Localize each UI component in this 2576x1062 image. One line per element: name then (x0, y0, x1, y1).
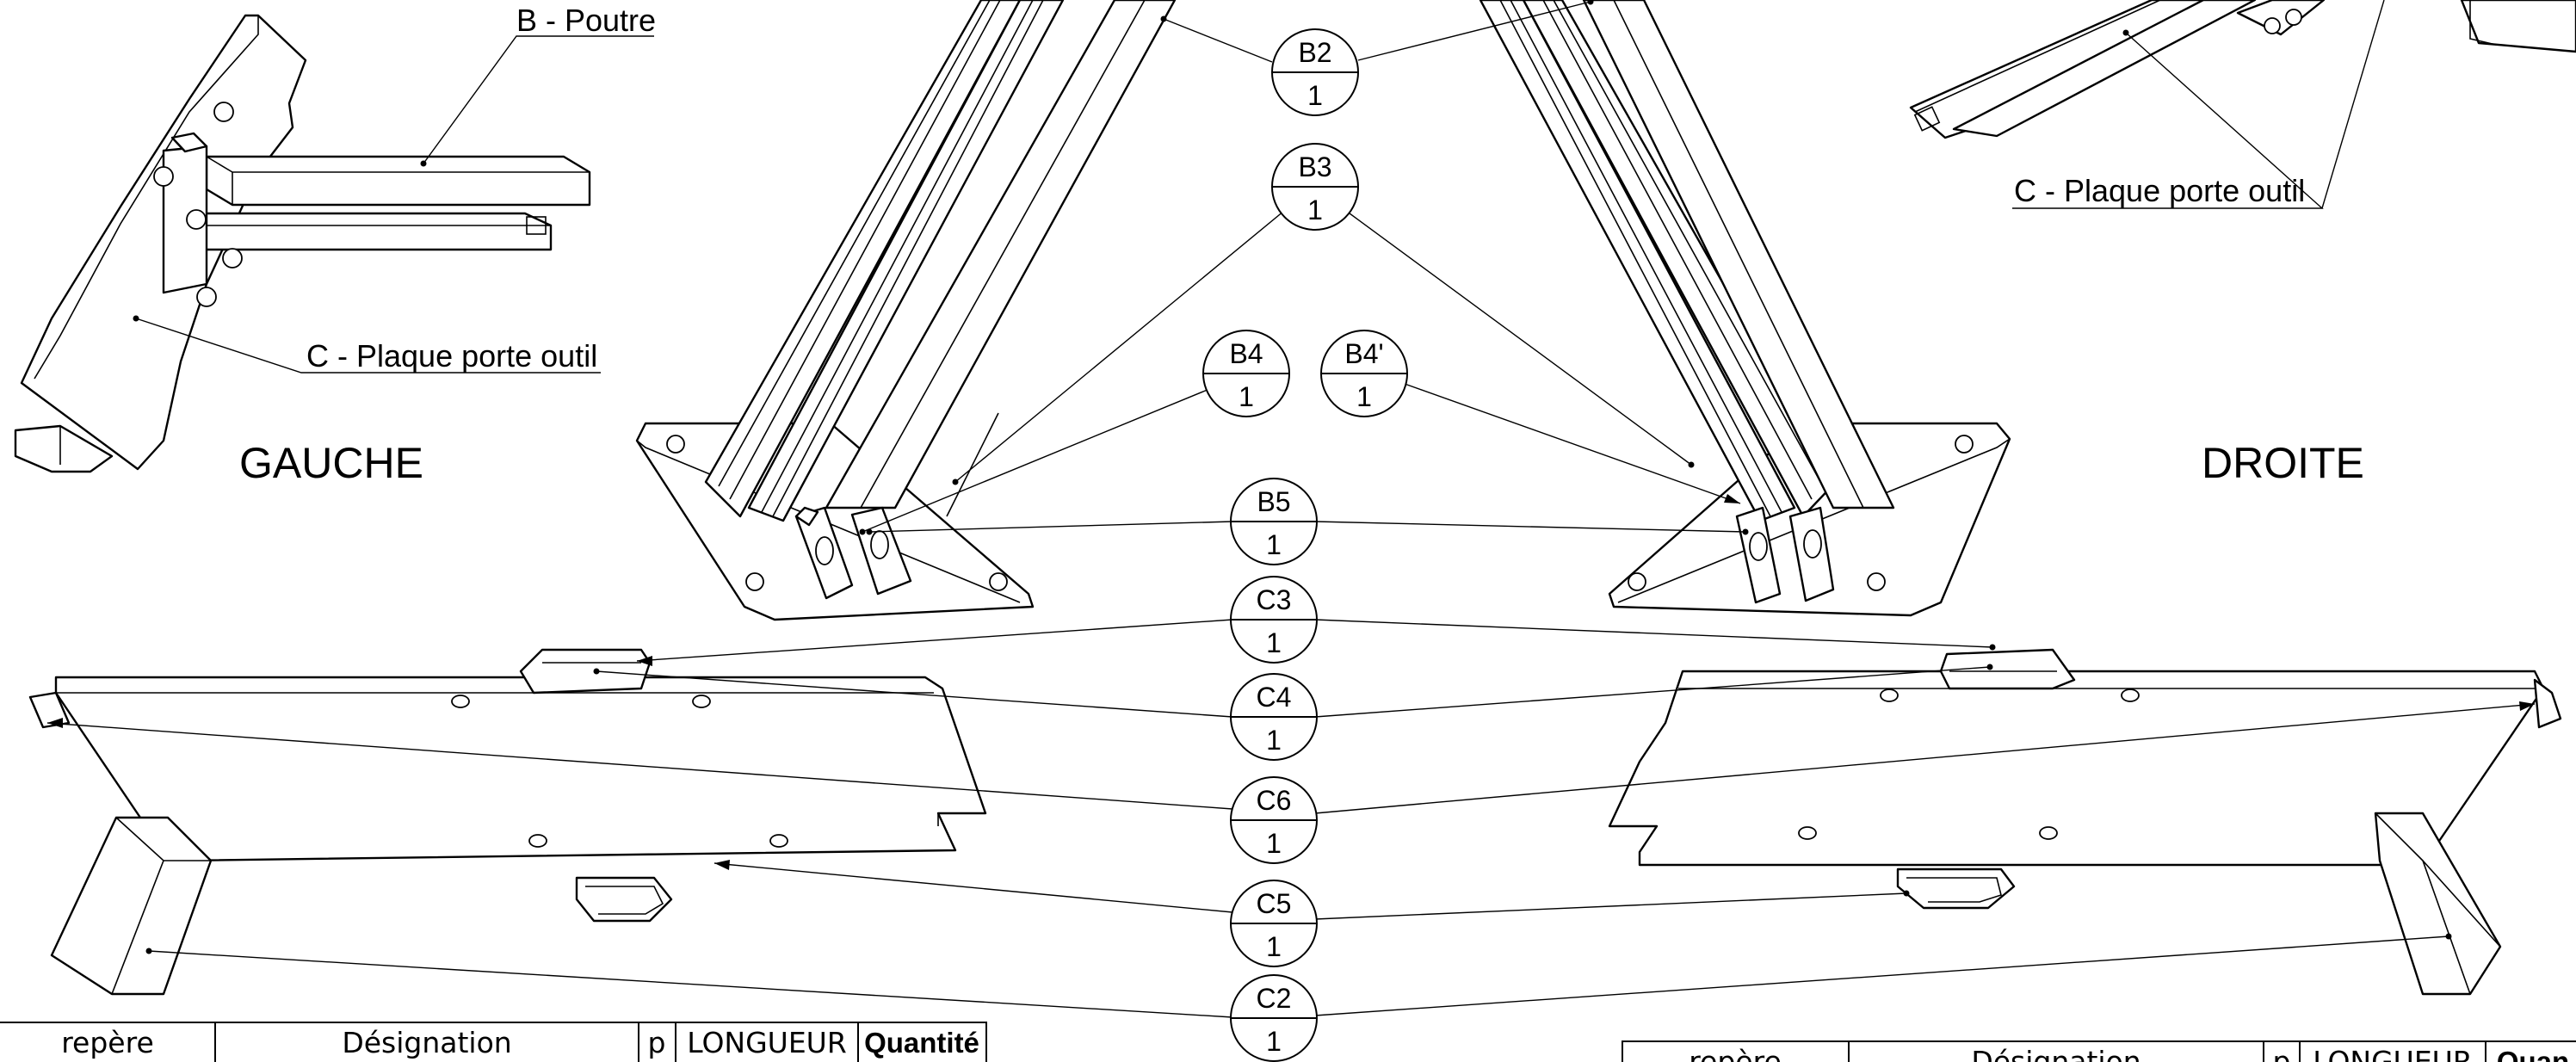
bubble-b5: B51 (1230, 478, 1318, 565)
bottom-right-plate (1608, 648, 2562, 996)
svg-text:C5: C5 (1257, 888, 1292, 919)
table-left-header-longueur: LONGUEUR (687, 1026, 847, 1059)
svg-text:1: 1 (1266, 828, 1282, 859)
svg-text:C6: C6 (1257, 785, 1292, 816)
table-right-header-designation: Désignation (1971, 1045, 2140, 1062)
table-right-header-repere: repère (1689, 1045, 1782, 1062)
svg-text:C2: C2 (1257, 983, 1292, 1014)
poutre-callout: B - Poutre (420, 3, 656, 167)
base-frame (635, 0, 2011, 621)
table-left-header-p: p (648, 1026, 666, 1059)
svg-text:1: 1 (1356, 381, 1372, 412)
svg-text:1: 1 (1239, 381, 1254, 412)
svg-text:1: 1 (1266, 529, 1282, 560)
bubble-c5: C51 (1230, 880, 1318, 967)
gauche-label: GAUCHE (239, 439, 423, 487)
bubble-c2: C21 (1230, 974, 1318, 1062)
table-right-header-longueur: LONGUEUR (2313, 1045, 2473, 1062)
bubble-b3: B31 (1271, 143, 1359, 231)
svg-text:B5: B5 (1257, 486, 1290, 517)
svg-text:1: 1 (1266, 1026, 1282, 1057)
svg-text:B2: B2 (1298, 37, 1331, 68)
bottom-left-plate (28, 648, 987, 996)
table-right-header-quantite: Quan (2497, 1046, 2569, 1062)
parts-table-right: repère Désignation p LONGUEUR Quan (1622, 1040, 2576, 1062)
gauche-subassembly (14, 14, 591, 473)
bubble-c6: C61 (1230, 776, 1318, 864)
svg-text:1: 1 (1307, 194, 1323, 225)
plaque-right-callout: C - Plaque porte outil (2012, 0, 2385, 209)
plaque-left-label: C - Plaque porte outil (306, 338, 597, 374)
plaque-left-callout: C - Plaque porte outil (133, 315, 601, 374)
svg-text:B3: B3 (1298, 151, 1331, 182)
svg-text:C4: C4 (1257, 682, 1292, 713)
droite-label: DROITE (2202, 439, 2364, 487)
svg-text:C3: C3 (1257, 584, 1292, 615)
svg-text:B4: B4 (1229, 338, 1263, 369)
plaque-right-label: C - Plaque porte outil (2014, 173, 2305, 208)
bubble-b4: B41 (1202, 330, 1290, 417)
bubble-b4-prime: B4'1 (1320, 330, 1408, 417)
svg-text:1: 1 (1266, 725, 1282, 756)
droite-subassembly (1909, 0, 2576, 139)
bubble-leaders (46, 0, 2536, 1018)
parts-table-left: repère Désignation p LONGUEUR Quantité (0, 1022, 987, 1062)
table-left-header-repere: repère (61, 1026, 154, 1059)
svg-text:B4': B4' (1344, 338, 1383, 369)
svg-text:1: 1 (1307, 80, 1323, 111)
svg-text:1: 1 (1266, 931, 1282, 962)
bubble-c3: C31 (1230, 576, 1318, 664)
table-left-header-quantite: Quantité (864, 1027, 979, 1059)
poutre-label: B - Poutre (516, 3, 656, 38)
table-right-header-p: p (2273, 1045, 2291, 1062)
svg-text:1: 1 (1266, 627, 1282, 658)
bubble-b2: B21 (1271, 28, 1359, 116)
bubble-c4: C41 (1230, 673, 1318, 761)
table-left-header-designation: Désignation (342, 1026, 511, 1059)
